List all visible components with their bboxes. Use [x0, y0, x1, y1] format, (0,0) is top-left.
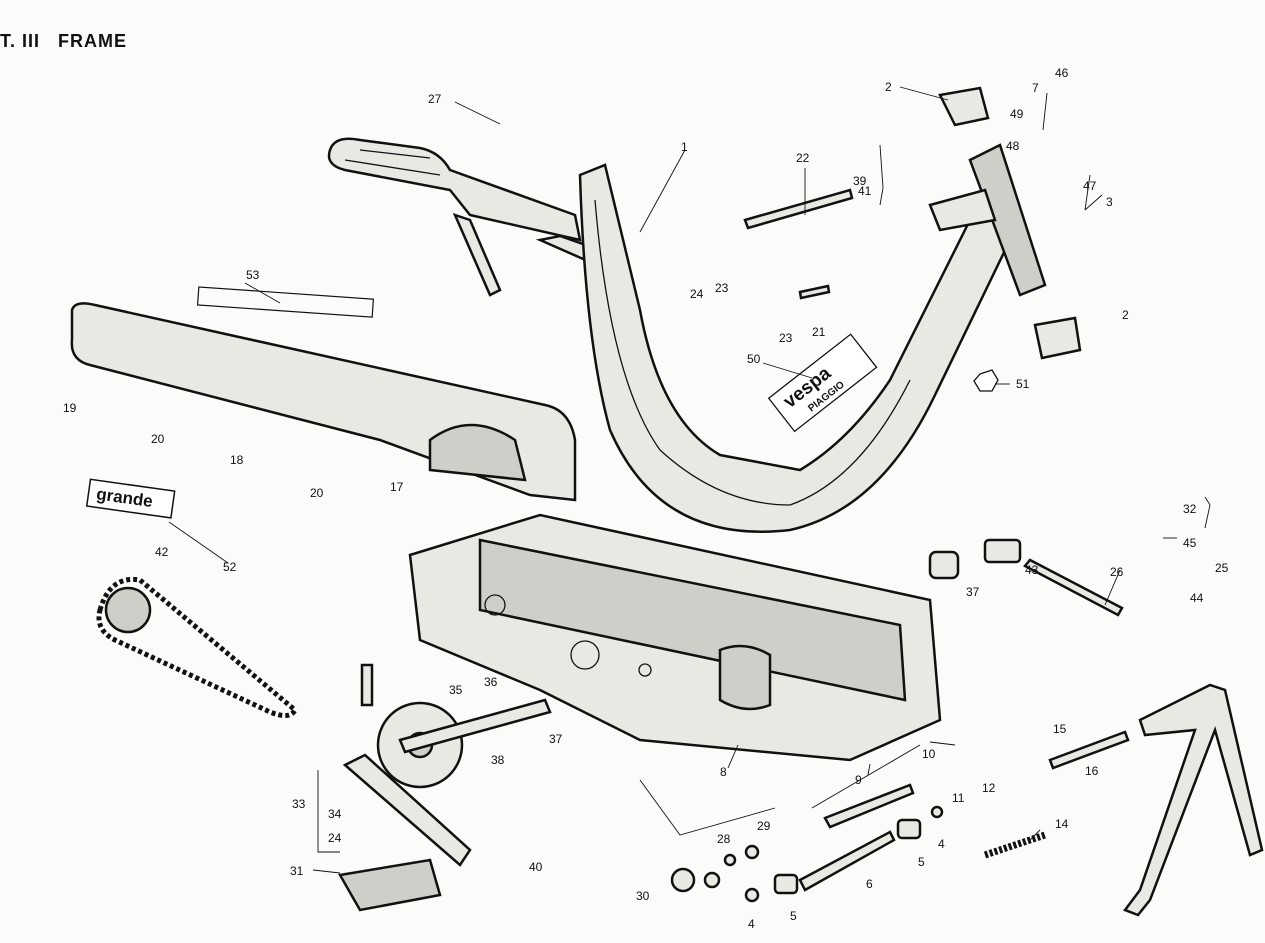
callout-30: 30 [636, 889, 650, 903]
callout-41: 41 [858, 184, 872, 198]
callout-26: 26 [1110, 565, 1124, 579]
callout-3: 3 [1106, 195, 1113, 209]
callout-25: 25 [1215, 561, 1229, 575]
rear-axle [744, 783, 944, 903]
callout-35: 35 [449, 683, 463, 697]
callout-10: 10 [922, 747, 936, 761]
callout-5: 5 [790, 909, 797, 923]
pedal-crank [338, 663, 552, 912]
callout-51: 51 [1016, 377, 1030, 391]
callout-33: 33 [292, 797, 306, 811]
callout-20: 20 [310, 486, 324, 500]
callout-27: 27 [428, 92, 442, 106]
callout-7: 7 [1032, 81, 1039, 95]
vespa-emblem: vespa PIAGGIO [767, 333, 878, 433]
callout-47: 47 [1083, 179, 1097, 193]
callout-34: 34 [328, 807, 342, 821]
callout-numbers: 1 2 2 3 4 4 5 5 6 7 8 9 10 11 12 14 15 1… [63, 66, 1229, 931]
callout-24: 24 [328, 831, 342, 845]
callout-50: 50 [747, 352, 761, 366]
callout-52: 52 [223, 560, 237, 574]
callout-2: 2 [885, 80, 892, 94]
callout-46: 46 [1055, 66, 1069, 80]
callout-18: 18 [230, 453, 244, 467]
callout-6: 6 [866, 877, 873, 891]
kickstand [983, 683, 1264, 917]
frame-cover [70, 286, 577, 502]
callout-4: 4 [748, 917, 755, 931]
callout-32: 32 [1183, 502, 1197, 516]
callout-20: 20 [151, 432, 165, 446]
callout-38: 38 [491, 753, 505, 767]
callout-24: 24 [690, 287, 704, 301]
main-frame [578, 143, 1047, 533]
callout-12: 12 [982, 781, 996, 795]
callout-23: 23 [779, 331, 793, 345]
callout-1: 1 [681, 140, 688, 154]
callout-21: 21 [812, 325, 826, 339]
callout-44: 44 [1190, 591, 1204, 605]
callout-8: 8 [720, 765, 727, 779]
page-title: T. III FRAME [0, 31, 128, 51]
callout-19: 19 [63, 401, 77, 415]
callout-2: 2 [1122, 308, 1129, 322]
front-sprocket [670, 844, 760, 893]
callout-36: 36 [484, 675, 498, 689]
callout-31: 31 [290, 864, 304, 878]
callout-16: 16 [1085, 764, 1099, 778]
callout-14: 14 [1055, 817, 1069, 831]
callout-53: 53 [246, 268, 260, 282]
luggage-rack [327, 137, 603, 297]
callout-5: 5 [918, 855, 925, 869]
grande-badge: grande [85, 478, 176, 519]
callout-17: 17 [390, 480, 404, 494]
callout-39: 39 [853, 174, 867, 188]
leader-lines [168, 86, 1211, 874]
callout-49: 49 [1010, 107, 1024, 121]
callout-40: 40 [529, 860, 543, 874]
callout-11: 11 [952, 791, 965, 805]
callout-28: 28 [717, 832, 731, 846]
chassis [408, 513, 942, 762]
callout-29: 29 [757, 819, 771, 833]
steering-parts [743, 86, 1124, 617]
callout-37: 37 [966, 585, 980, 599]
callout-43: 43 [1025, 563, 1039, 577]
callout-9: 9 [855, 773, 862, 787]
callout-45: 45 [1183, 536, 1197, 550]
piaggio-logo [973, 369, 999, 392]
callout-15: 15 [1053, 722, 1067, 736]
callout-37: 37 [549, 732, 563, 746]
callout-48: 48 [1006, 139, 1020, 153]
drive-chain [96, 576, 299, 718]
callout-23: 23 [715, 281, 729, 295]
callout-4: 4 [938, 837, 945, 851]
callout-42: 42 [155, 545, 169, 559]
callout-22: 22 [796, 151, 810, 165]
